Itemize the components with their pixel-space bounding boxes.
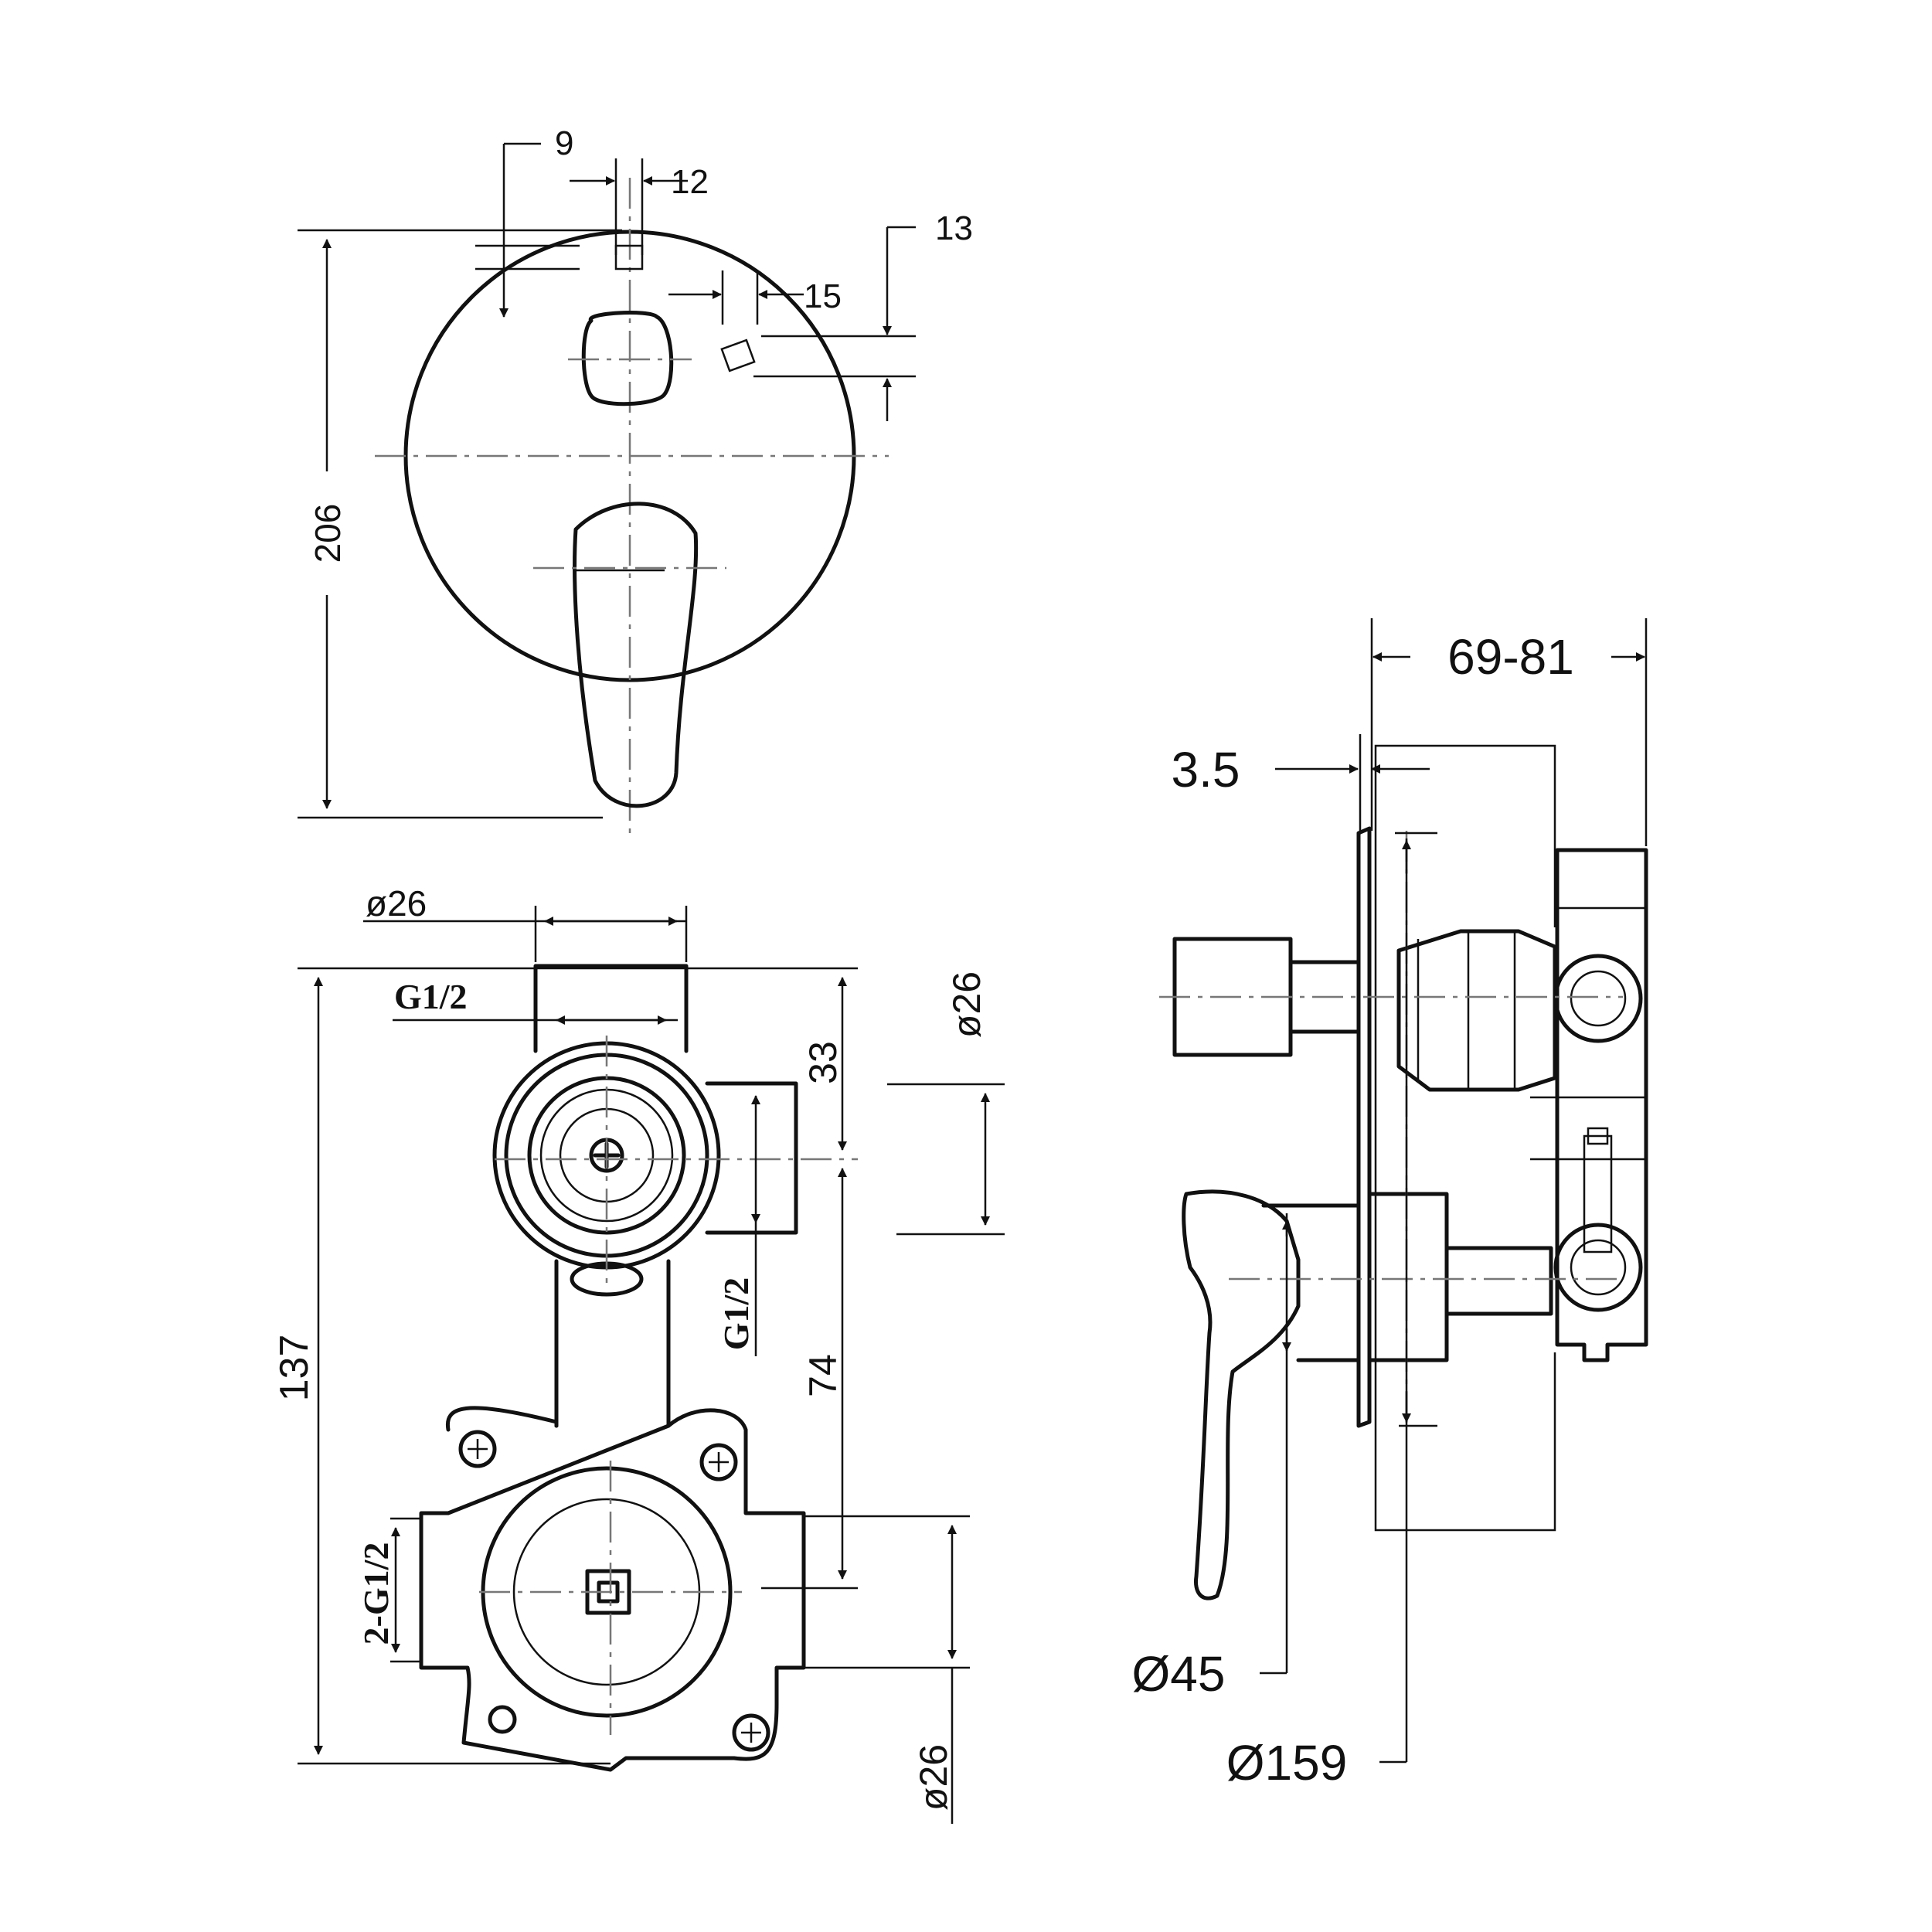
diverter-indicator-right — [720, 338, 756, 372]
lever-handle — [573, 502, 699, 808]
dim-3-5: 3.5 — [1172, 742, 1240, 798]
body-view: ø26 G1/2 137 33 74 G1/2 ø26 2-G1/2 — [272, 883, 1005, 1824]
front-view: 206 9 12 15 13 — [298, 124, 973, 835]
dia-45: Ø45 — [1132, 1646, 1226, 1702]
thread-g12-side: G1/2 — [716, 1277, 756, 1351]
dia-26-top: ø26 — [366, 883, 427, 923]
dim-13: 13 — [935, 209, 973, 247]
screw-bottom-right — [732, 1713, 770, 1752]
side-outlet — [705, 1081, 798, 1235]
upper-body-side — [1396, 929, 1557, 1092]
thread-2-g12-bottom: 2-G1/2 — [356, 1543, 396, 1645]
dim-33: 33 — [801, 1041, 845, 1084]
dim-9: 9 — [555, 124, 573, 162]
dim-69-81: 69-81 — [1447, 629, 1574, 685]
inlet-housing — [1555, 848, 1648, 1362]
dim-15: 15 — [804, 277, 842, 315]
dim-74: 74 — [801, 1354, 845, 1397]
lower-body — [419, 1406, 806, 1772]
thread-g12-top: G1/2 — [394, 977, 468, 1016]
top-inlet — [533, 964, 689, 1053]
dim-206: 206 — [308, 504, 348, 563]
dim-137: 137 — [272, 1335, 317, 1402]
dia-159: Ø159 — [1226, 1735, 1348, 1791]
dia-26-right-top: ø26 — [945, 971, 988, 1038]
body-stem — [554, 1259, 671, 1428]
screw-top-left — [458, 1430, 497, 1468]
diverter-indicator-top — [614, 244, 644, 270]
dia-26-right-bottom: ø26 — [912, 1744, 955, 1811]
lever-side — [1182, 1189, 1301, 1600]
plate-edge — [1356, 826, 1372, 1428]
dim-12: 12 — [671, 163, 709, 201]
diverter-knob — [581, 311, 674, 406]
side-view: 69-81 3.5 Ø45 Ø159 — [1132, 618, 1648, 1791]
screw-bottom-left — [488, 1705, 517, 1734]
screw-top-right — [699, 1443, 738, 1481]
lower-body-side — [1367, 1192, 1449, 1362]
